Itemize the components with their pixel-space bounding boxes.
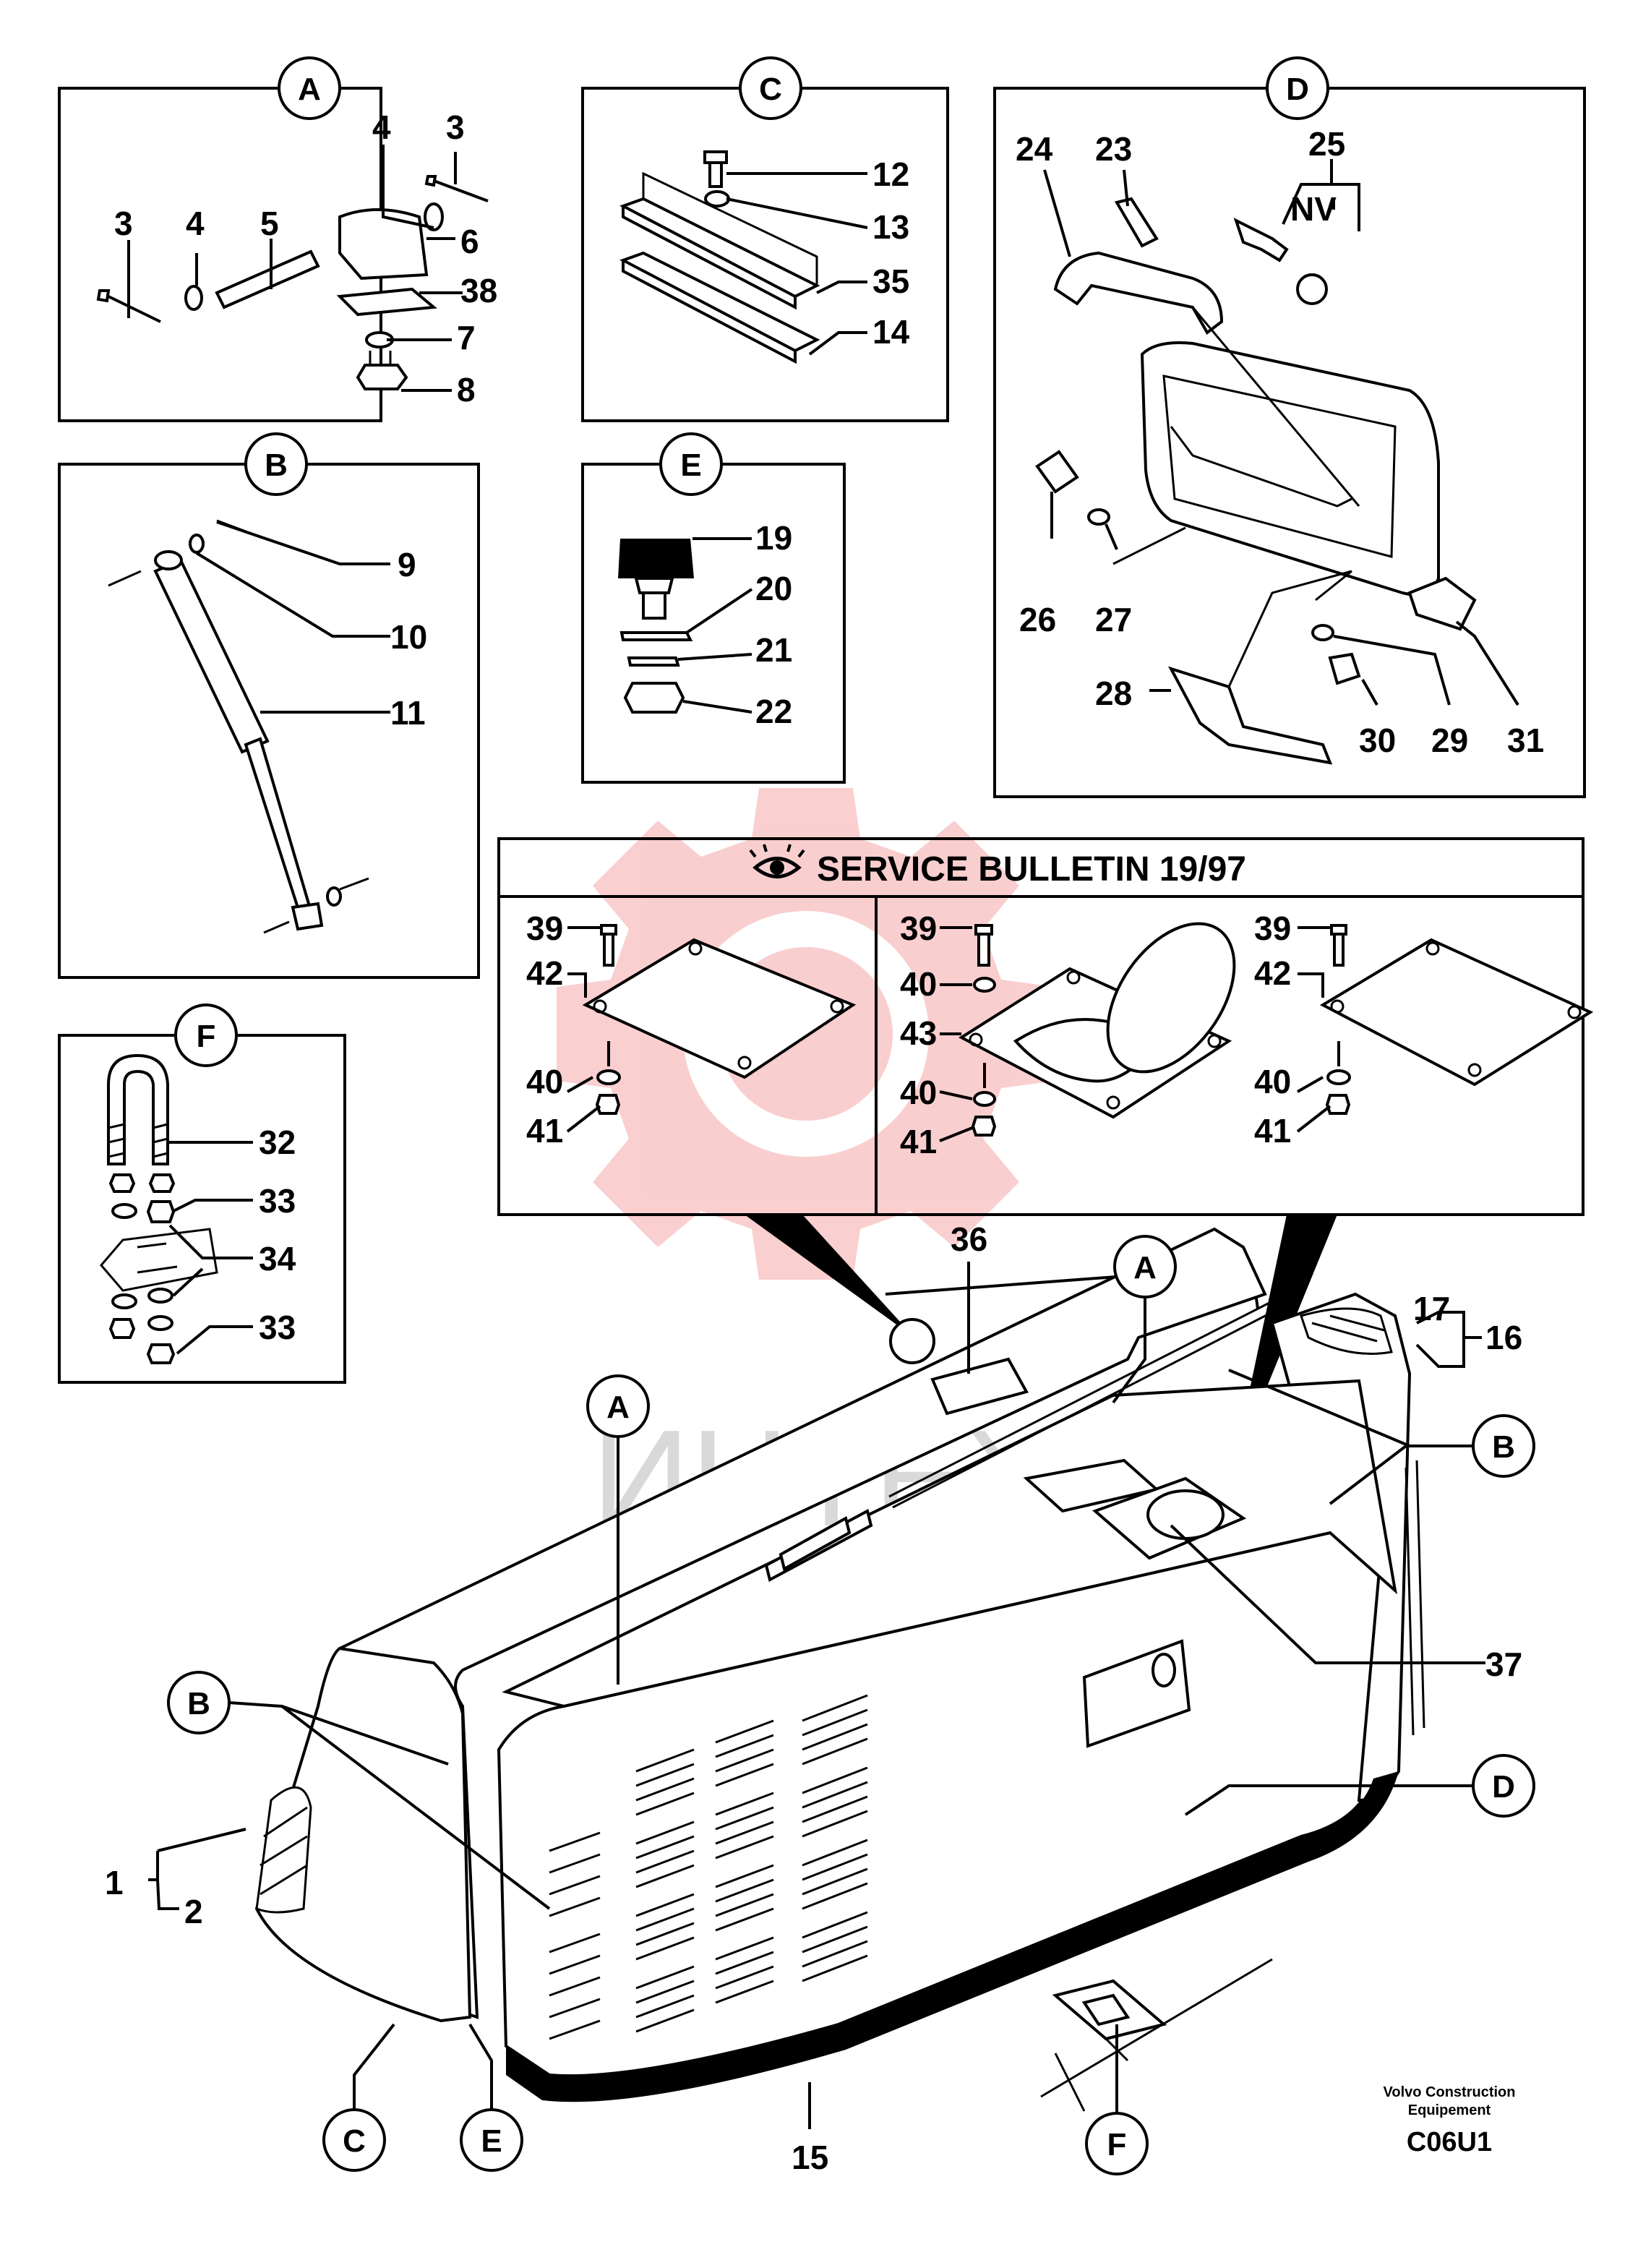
label-4b: 4 — [372, 108, 391, 146]
label-4: 4 — [186, 205, 205, 242]
footer-code: C06U1 — [1407, 2127, 1492, 2157]
label-11: 11 — [390, 694, 426, 732]
service-bulletin-panel: SERVICE BULLETIN 19/97 39 42 40 41 39 40… — [497, 837, 1594, 1216]
label-2: 2 — [184, 1893, 203, 1930]
panel-c-letter: C — [759, 72, 782, 107]
footer-company: Volvo Construction — [1384, 2084, 1516, 2100]
label-7: 7 — [457, 319, 476, 356]
sb-mid-43: 43 — [900, 1014, 937, 1052]
label-28: 28 — [1095, 675, 1132, 712]
label-8: 8 — [457, 371, 476, 408]
sb-mid-39: 39 — [900, 910, 937, 947]
sb-mid-40: 40 — [900, 965, 937, 1003]
label-6: 6 — [460, 223, 479, 260]
label-30: 30 — [1359, 722, 1396, 759]
panel-a-letter: A — [298, 72, 321, 107]
panel-f: F 32 33 34 33 — [58, 1004, 346, 1384]
panel-d-letter: D — [1286, 72, 1309, 107]
panel-f-letter: F — [197, 1019, 216, 1054]
label-36: 36 — [951, 1220, 987, 1258]
callout-a-left: A — [606, 1390, 630, 1425]
label-1: 1 — [105, 1864, 124, 1901]
label-29: 29 — [1431, 722, 1468, 759]
sb-right-41: 41 — [1254, 1112, 1291, 1150]
panel-b: B 9 10 11 — [58, 432, 480, 979]
label-27: 27 — [1095, 601, 1132, 638]
label-13: 13 — [872, 208, 909, 246]
label-22: 22 — [755, 693, 792, 730]
sb-left-40: 40 — [526, 1063, 563, 1100]
label-10: 10 — [390, 618, 427, 656]
label-12: 12 — [872, 155, 909, 193]
sb-left-41: 41 — [526, 1112, 563, 1150]
label-31: 31 — [1507, 722, 1544, 759]
callout-c: C — [343, 2123, 366, 2159]
label-5: 5 — [260, 205, 279, 242]
label-34: 34 — [259, 1240, 296, 1278]
sb-left-39: 39 — [526, 910, 563, 947]
sb-left-42: 42 — [526, 954, 563, 992]
label-19: 19 — [755, 519, 792, 557]
sb-right-42: 42 — [1254, 954, 1291, 992]
engine-hood — [254, 1227, 1425, 2112]
eye-icon — [749, 844, 805, 878]
callout-f: F — [1107, 2127, 1127, 2162]
label-24: 24 — [1016, 130, 1053, 168]
label-20: 20 — [755, 570, 792, 607]
label-nv: NV — [1290, 190, 1337, 228]
callout-b-left: B — [187, 1686, 210, 1721]
label-9: 9 — [398, 546, 416, 583]
label-16: 16 — [1485, 1319, 1522, 1356]
callout-a-right: A — [1133, 1250, 1157, 1285]
panel-b-letter: B — [265, 448, 288, 483]
label-38: 38 — [460, 272, 497, 309]
label-33b: 33 — [259, 1309, 296, 1346]
main-callouts: A A B B C D E F — [167, 1235, 1535, 2175]
label-3: 3 — [114, 205, 133, 242]
label-14: 14 — [872, 313, 910, 351]
callout-b-right: B — [1492, 1429, 1515, 1465]
label-21: 21 — [755, 631, 792, 669]
panel-e: E 19 20 21 22 — [581, 432, 846, 784]
sb-mid-41: 41 — [900, 1123, 937, 1160]
sb-right-39: 39 — [1254, 910, 1291, 947]
panel-a: A 3 4 5 4 3 6 38 7 8 — [58, 56, 497, 422]
callout-d: D — [1492, 1769, 1515, 1805]
sb-right-40: 40 — [1254, 1063, 1291, 1100]
label-25: 25 — [1308, 125, 1345, 163]
label-26: 26 — [1019, 601, 1056, 638]
panel-c: C 12 13 35 14 — [581, 56, 949, 422]
label-32: 32 — [259, 1124, 296, 1161]
label-15: 15 — [792, 2139, 828, 2176]
panel-d: D 24 23 25 NV 26 27 28 30 29 31 — [993, 56, 1586, 798]
label-3b: 3 — [446, 108, 465, 146]
main-leaders — [148, 1262, 1485, 2129]
footer-company2: Equipement — [1408, 2102, 1491, 2118]
callout-e: E — [481, 2123, 502, 2159]
label-35: 35 — [872, 262, 909, 300]
panel-e-letter: E — [680, 448, 701, 483]
pointer-wedge-left — [745, 1215, 914, 1338]
sb-mid-40b: 40 — [900, 1074, 937, 1111]
label-23: 23 — [1095, 130, 1132, 168]
bulletin-title: SERVICE BULLETIN 19/97 — [817, 850, 1246, 889]
label-37: 37 — [1485, 1646, 1522, 1683]
label-17: 17 — [1413, 1290, 1450, 1327]
label-33: 33 — [259, 1182, 296, 1220]
